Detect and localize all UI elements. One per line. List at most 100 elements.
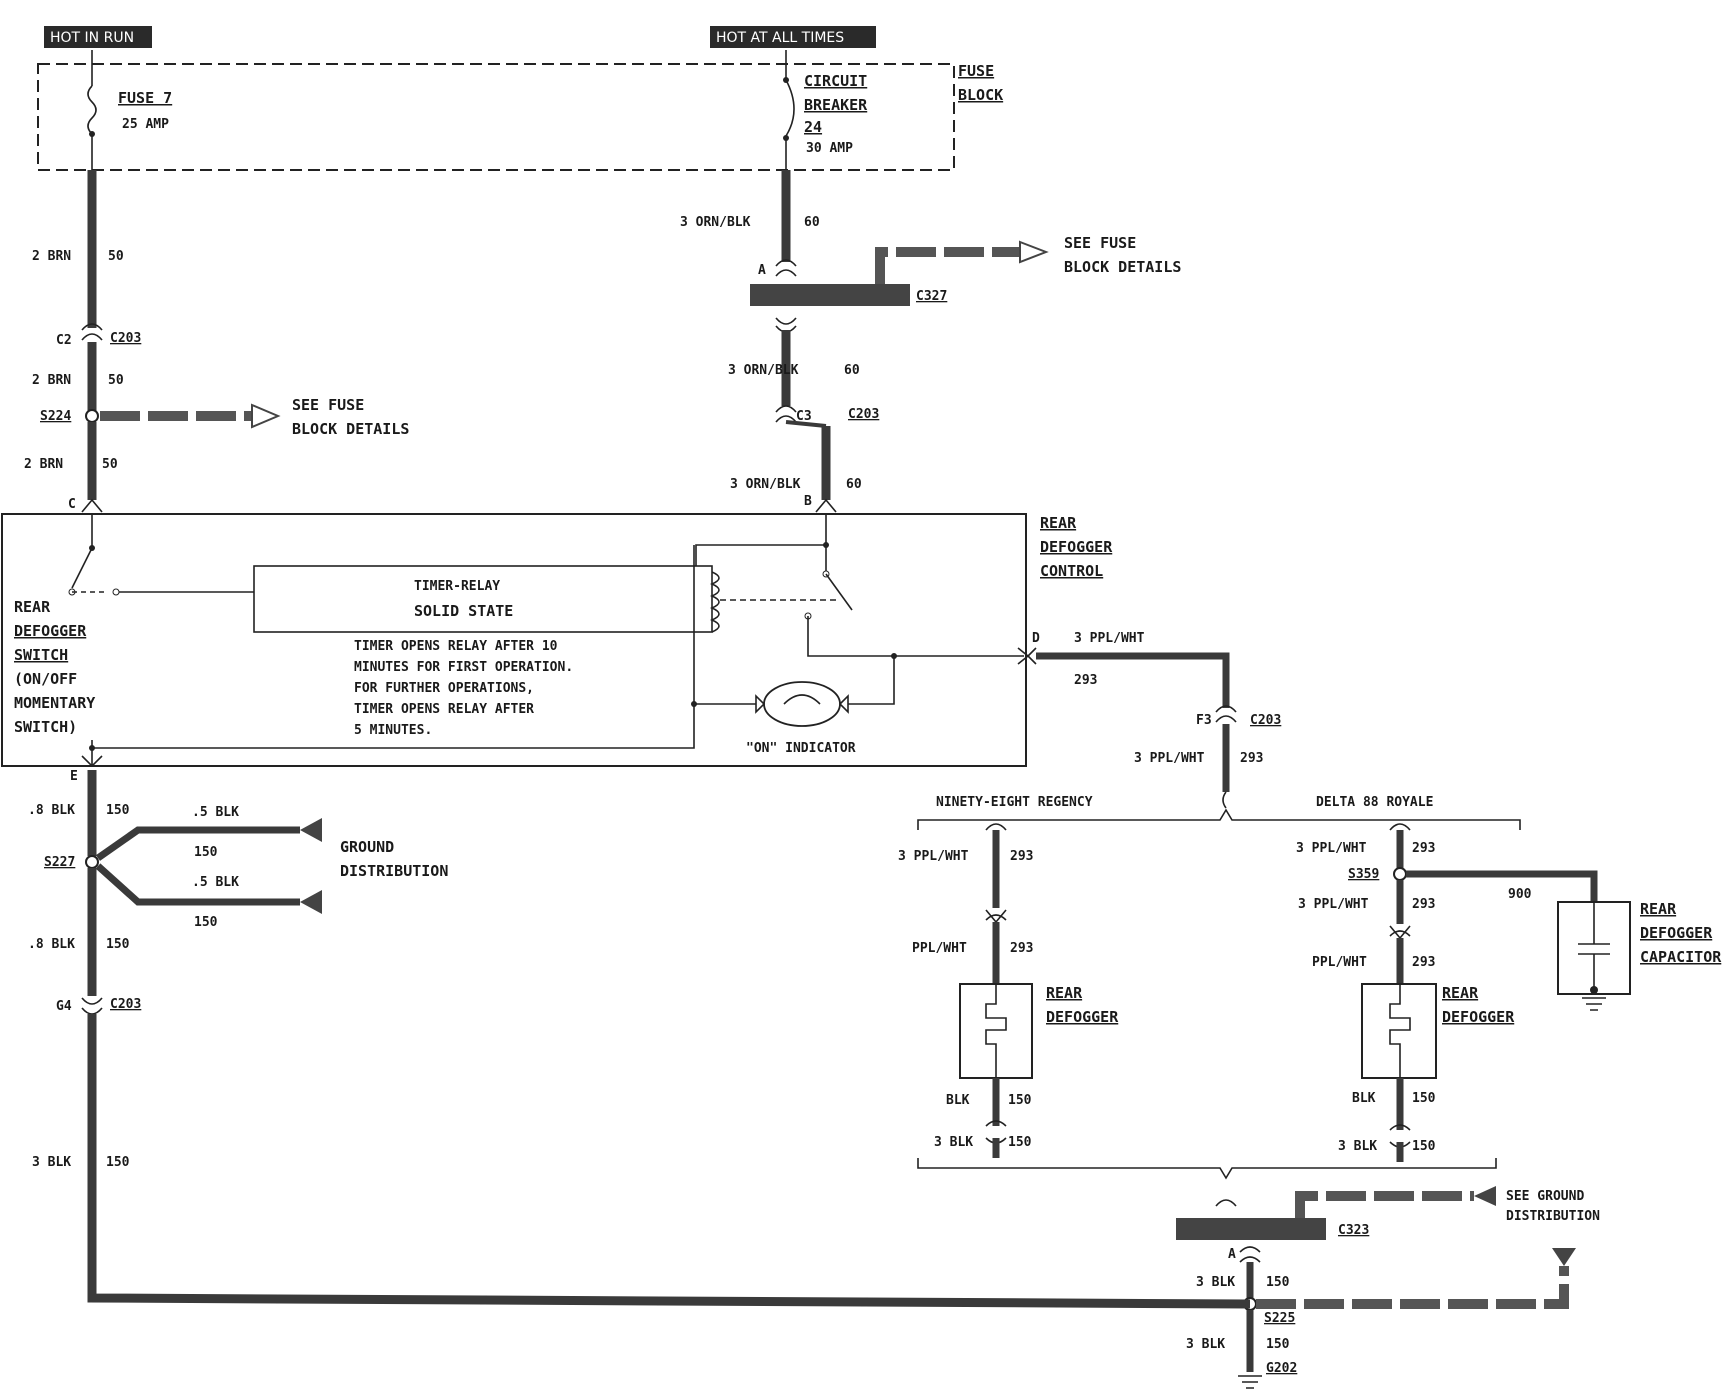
model-branch-bracket xyxy=(917,808,1521,830)
wire-blk-3-num: 150 xyxy=(194,915,218,930)
pin-g4: G4 xyxy=(56,999,72,1014)
pin-a-bottom: A xyxy=(1228,1247,1236,1262)
r-defogger-label-2: DEFOGGER xyxy=(1442,1008,1515,1026)
ground-icon xyxy=(1238,1375,1262,1389)
r-wire-blk-1-num: 150 xyxy=(1412,1091,1436,1106)
wire-blk-3: .5 BLK xyxy=(192,875,239,890)
pin-f3: F3 xyxy=(1196,713,1212,728)
l-wire-blk-1-num: 150 xyxy=(1008,1093,1032,1108)
wire-brn-2: 2 BRN xyxy=(32,373,71,388)
pin-a-top: A xyxy=(758,263,766,278)
wire-blk-2-num: 150 xyxy=(194,845,218,860)
l-defogger-label-2: DEFOGGER xyxy=(1046,1008,1119,1026)
switch-label-1: REAR xyxy=(14,598,51,616)
r-wire-ppl-1-num: 293 xyxy=(1412,841,1435,856)
r-wire-ppl-2-num: 293 xyxy=(1412,897,1435,912)
wire-orn-2-num: 60 xyxy=(844,363,860,378)
l-defogger-label-1: REAR xyxy=(1046,984,1083,1002)
timer-note-4: TIMER OPENS RELAY AFTER xyxy=(354,702,534,717)
wire-orn-3-num: 60 xyxy=(846,477,862,492)
capacitor-label-2: DEFOGGER xyxy=(1640,924,1713,942)
s227-label: S227 xyxy=(44,855,75,870)
l-wire-ppl-1: 3 PPL/WHT xyxy=(898,849,969,864)
wire-brn-1-num: 50 xyxy=(108,249,124,264)
breaker-label-1: CIRCUIT xyxy=(804,72,867,90)
fuse-7-label: FUSE 7 xyxy=(118,89,172,107)
fuse-icon xyxy=(87,85,97,135)
timer-note-1: TIMER OPENS RELAY AFTER 10 xyxy=(354,639,558,654)
wire-blk-6-num: 150 xyxy=(1266,1275,1290,1290)
pin-e: E xyxy=(70,769,78,784)
switch-label-5: MOMENTARY xyxy=(14,694,95,712)
hot-at-all-times-tag xyxy=(710,26,876,48)
hot-at-all-times-label: HOT AT ALL TIMES xyxy=(716,30,844,46)
arrow-left-icon xyxy=(1474,1186,1496,1206)
wire-ppl-2-num: 293 xyxy=(1240,751,1263,766)
connector-c323 xyxy=(1176,1218,1326,1240)
wire-orn-1: 3 ORN/BLK xyxy=(680,215,751,230)
rear-defogger-control-box xyxy=(1,513,1027,767)
arrow-right-icon xyxy=(1019,240,1049,264)
breaker-label-3: 24 xyxy=(804,118,822,136)
timer-note-2: MINUTES FOR FIRST OPERATION. xyxy=(354,660,573,675)
see-ground-1: SEE GROUND xyxy=(1506,1189,1584,1204)
see-ground-2: DISTRIBUTION xyxy=(1506,1209,1600,1224)
pin-c2: C2 xyxy=(56,333,72,348)
timer-note-5: 5 MINUTES. xyxy=(354,723,432,738)
c203-c-label: C203 xyxy=(1250,713,1281,728)
breaker-label-2: BREAKER xyxy=(804,96,868,114)
wire-orn-2: 3 ORN/BLK xyxy=(728,363,799,378)
wire-ppl-1: 3 PPL/WHT xyxy=(1074,631,1145,646)
c203-d-label: C203 xyxy=(110,997,141,1012)
pin-c: C xyxy=(68,497,76,512)
delta-label: DELTA 88 ROYALE xyxy=(1316,795,1433,810)
relay-coil-icon xyxy=(709,571,720,633)
s224-label: S224 xyxy=(40,409,71,424)
wire-blk-7-num: 150 xyxy=(1266,1337,1290,1352)
splice-s227 xyxy=(85,855,99,869)
wire-blk-1: .8 BLK xyxy=(28,803,75,818)
see-fuse-left-1: SEE FUSE xyxy=(292,396,364,414)
control-title-2: DEFOGGER xyxy=(1040,538,1113,556)
right-rear-defogger-box xyxy=(1361,983,1437,1079)
wire-brn-3: 2 BRN xyxy=(24,457,63,472)
control-title-3: CONTROL xyxy=(1040,562,1103,580)
see-fuse-center-1: SEE FUSE xyxy=(1064,234,1136,252)
pin-c3: C3 xyxy=(796,409,812,424)
l-wire-ppl-2-num: 293 xyxy=(1010,941,1033,956)
see-fuse-left-2: BLOCK DETAILS xyxy=(292,420,409,438)
r-defogger-label-1: REAR xyxy=(1442,984,1479,1002)
arrow-right-icon xyxy=(251,403,281,429)
ground-return-trunk xyxy=(87,1014,1251,1309)
ground-branch-bracket xyxy=(917,1158,1497,1180)
g202-label: G202 xyxy=(1266,1361,1297,1376)
fuse-7-rating: 25 AMP xyxy=(122,117,169,132)
s225-label: S225 xyxy=(1264,1311,1295,1326)
defogger-grid-icon xyxy=(1389,984,1411,1078)
splice-s359 xyxy=(1393,867,1407,881)
c203-a-label: C203 xyxy=(110,331,141,346)
wire-blk-5-num: 150 xyxy=(106,1155,130,1170)
r-wire-ppl-3: PPL/WHT xyxy=(1312,955,1367,970)
switch-label-4: (ON/OFF xyxy=(14,670,77,688)
wire-blk-4: .8 BLK xyxy=(28,937,75,952)
l-wire-ppl-1-num: 293 xyxy=(1010,849,1033,864)
l-wire-blk-1: BLK xyxy=(946,1093,970,1108)
switch-blade xyxy=(71,547,93,589)
c323-label: C323 xyxy=(1338,1223,1369,1238)
timer-relay-box xyxy=(253,565,713,633)
timer-note-3: FOR FURTHER OPERATIONS, xyxy=(354,681,534,696)
r-wire-ppl-3-num: 293 xyxy=(1412,955,1435,970)
ground-dist-label-1: GROUND xyxy=(340,838,394,856)
wire-blk-5: 3 BLK xyxy=(32,1155,71,1170)
control-title-1: REAR xyxy=(1040,514,1077,532)
ground-icon xyxy=(1582,997,1606,1011)
fuse-block-box xyxy=(37,63,955,171)
s359-label: S359 xyxy=(1348,867,1379,882)
wire-ppl-1-num: 293 xyxy=(1074,673,1097,688)
hot-in-run-label: HOT IN RUN xyxy=(50,30,134,46)
wire-brn-2-num: 50 xyxy=(108,373,124,388)
solid-state-label: SOLID STATE xyxy=(414,602,513,620)
c203-b-label: C203 xyxy=(848,407,879,422)
